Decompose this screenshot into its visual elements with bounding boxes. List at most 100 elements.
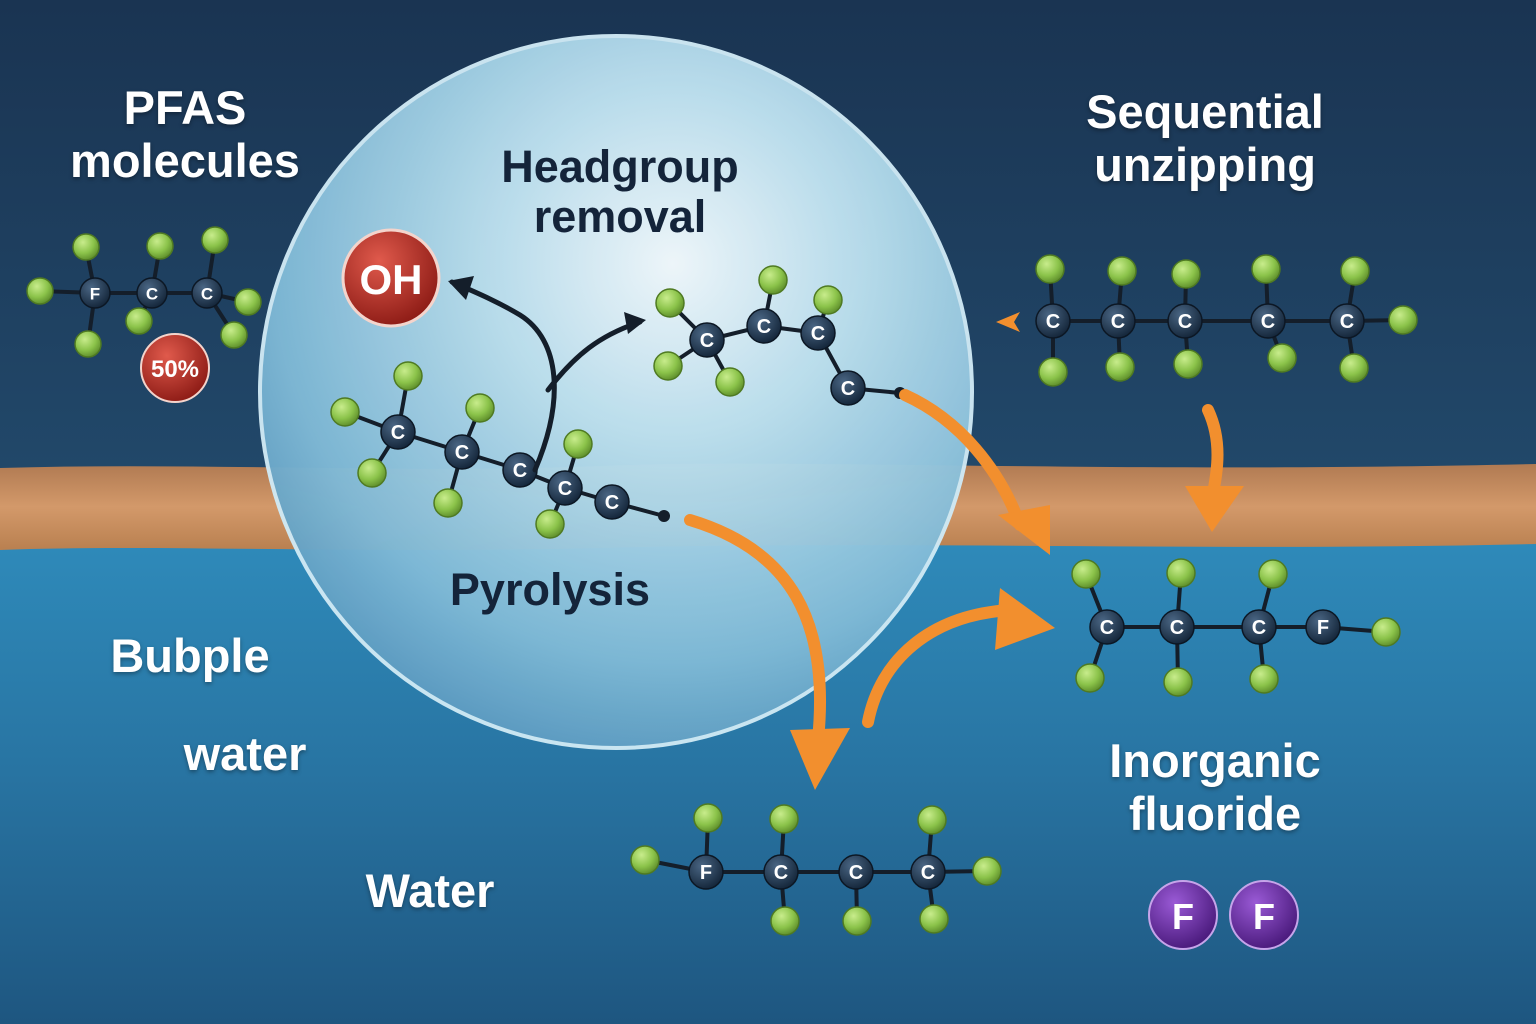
label-bubple: Bubple — [110, 629, 270, 682]
fluorine-atom — [465, 393, 495, 423]
fluorine-atom — [125, 307, 153, 335]
fluorine-labeled-atom — [1305, 609, 1341, 645]
fluorine-atom — [972, 856, 1002, 886]
fluorine-atom — [653, 351, 683, 381]
fluorine-atom — [330, 397, 360, 427]
fluoride-ion-2 — [1229, 880, 1299, 950]
carbon-atom — [763, 854, 799, 890]
fluorine-atom — [1339, 353, 1369, 383]
oh-arrow-head — [448, 276, 474, 300]
fluorine-atom — [74, 330, 102, 358]
atom-label: C — [391, 422, 405, 444]
label-headgroup-line2: removal — [533, 191, 707, 243]
chain-end-dot — [658, 510, 670, 522]
fluorine-atom — [1035, 254, 1065, 284]
fluorine-atom — [842, 906, 872, 936]
atom-label: C — [774, 862, 788, 884]
label-pfas-line1: PFAS — [123, 81, 247, 134]
fluorine-atom — [1171, 259, 1201, 289]
fluorine-atom — [655, 288, 685, 318]
fluorine-atom — [813, 285, 843, 315]
atom-label: C — [605, 492, 619, 514]
unzip-start-arrow — [996, 312, 1020, 332]
atom-label: C — [811, 323, 825, 345]
carbon-atom — [1250, 303, 1286, 339]
fluoride-ion-1 — [1148, 880, 1218, 950]
fluorine-atom — [1071, 559, 1101, 589]
fluorine-atom — [393, 361, 423, 391]
fluorine-atom — [26, 277, 54, 305]
label-water-lower: water — [183, 727, 307, 780]
fluorine-atom — [563, 429, 593, 459]
label-sequential-line2: unzipping — [1094, 137, 1316, 191]
atom-label: C — [455, 442, 469, 464]
carbon-atom — [1089, 609, 1125, 645]
fluorine-atom — [758, 265, 788, 295]
fluorine-atom — [769, 804, 799, 834]
atom-label: C — [1252, 617, 1266, 639]
oh-badge-label: OH — [360, 256, 423, 303]
fluorine-atom — [715, 367, 745, 397]
carbon-atom — [1241, 609, 1277, 645]
carbon-atom — [594, 484, 630, 520]
fluoride-ion-2-label: F — [1253, 896, 1275, 937]
atom-label: C — [146, 284, 158, 303]
percent-badge — [140, 333, 210, 403]
bubble — [258, 34, 974, 750]
carbon-atom — [136, 277, 168, 309]
carbon-atom — [1329, 303, 1365, 339]
fluorine-atom — [770, 906, 800, 936]
label-inorganic-fluoride: Inorganic fluoride — [1060, 734, 1370, 840]
atom-label: C — [700, 330, 714, 352]
carbon-atom — [444, 434, 480, 470]
atom-label: C — [1046, 311, 1060, 333]
atom-label: F — [700, 862, 712, 884]
arrow-water-to-fluoride — [862, 604, 1016, 728]
fluoride-ion-1-label: F — [1172, 896, 1194, 937]
fluorine-atom — [433, 488, 463, 518]
atom-label: C — [1178, 311, 1192, 333]
atom-label: C — [1100, 617, 1114, 639]
fluorine-atom — [1107, 256, 1137, 286]
percent-badge-label: 50% — [151, 356, 199, 383]
atom-label: C — [1340, 311, 1354, 333]
carbon-atom — [547, 470, 583, 506]
fluorine-atom — [146, 232, 174, 260]
fluorine-atom — [1249, 664, 1279, 694]
carbon-atom — [191, 277, 223, 309]
label-inorganic-line1: Inorganic — [1109, 734, 1321, 787]
label-inorganic-line2: fluoride — [1128, 786, 1302, 840]
fluorine-atom — [1340, 256, 1370, 286]
carbon-atom — [380, 414, 416, 450]
fluorine-atom — [919, 904, 949, 934]
arrow-head-4 — [1185, 486, 1244, 532]
atom-label: C — [1261, 311, 1275, 333]
fluorine-atom — [1075, 663, 1105, 693]
carbon-atom — [1167, 303, 1203, 339]
fluorine-labeled-atom — [688, 854, 724, 890]
atom-label: F — [1317, 617, 1329, 639]
carbon-atom — [1159, 609, 1195, 645]
atom-label: C — [921, 862, 935, 884]
carbon-atom — [1035, 303, 1071, 339]
fluorine-atom — [1166, 558, 1196, 588]
arrow-head-3 — [998, 505, 1050, 555]
fluorine-atom — [1038, 357, 1068, 387]
fluorine-atom — [917, 805, 947, 835]
fluorine-atom — [1388, 305, 1418, 335]
fluorine-atom — [535, 509, 565, 539]
atom-label: C — [841, 378, 855, 400]
label-pfas-molecules: PFAS molecules — [40, 81, 330, 187]
fluorine-atom — [72, 233, 100, 261]
label-headgroup-line1: Headgroup — [501, 141, 739, 192]
fragment-arrow-head — [624, 312, 646, 334]
label-pyrolysis: Pyrolysis — [449, 564, 651, 615]
atom-label: C — [1111, 311, 1125, 333]
fluorine-atom — [1251, 254, 1281, 284]
atom-label: F — [90, 284, 100, 303]
fluorine-atom — [1173, 349, 1203, 379]
